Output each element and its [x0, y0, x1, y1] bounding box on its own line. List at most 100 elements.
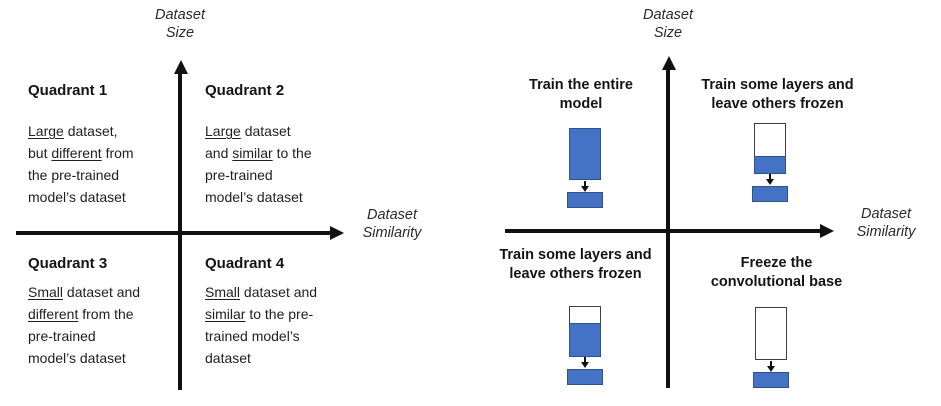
text-segment: model’s dataset [28, 189, 126, 205]
conv-base-stack [755, 307, 787, 360]
x-axis-arrowhead-icon [820, 224, 834, 238]
text-line: pre-trained [205, 164, 367, 186]
layer-segment-frozen [754, 123, 786, 157]
text-segment: but [28, 145, 52, 161]
arrow-head [767, 365, 775, 372]
text-line: Small dataset and [28, 281, 190, 303]
underlined-keyword: Small [205, 284, 241, 300]
text-line: pre-trained [28, 325, 190, 347]
text-line: Size [165, 25, 195, 41]
arrow-shaft [584, 180, 586, 186]
text-line: Dataset [155, 7, 205, 23]
text-segment: to the pre- [245, 306, 314, 322]
text-line: Dataset [367, 207, 417, 223]
arrow-shaft [770, 360, 772, 366]
model-stack-freeze-conv-base [753, 307, 789, 388]
underlined-keyword: Small [28, 284, 64, 300]
text-line: but different from [28, 142, 190, 164]
classifier-head-rect [567, 368, 603, 385]
classifier-head-rect [567, 192, 603, 208]
text-line: leave others frozen [509, 266, 642, 282]
text-line: model’s dataset [205, 186, 367, 208]
text-segment: model’s dataset [205, 189, 303, 205]
text-line: similar to the pre- [205, 303, 367, 325]
text-line: Small dataset and [205, 281, 367, 303]
text-segment: dataset and [63, 284, 141, 300]
conv-base-stack [569, 128, 601, 180]
arrow-shaft [769, 174, 771, 179]
text-segment: pre-trained [28, 328, 96, 344]
x-axis [16, 231, 330, 235]
text-line: Train some layers and [499, 247, 652, 263]
text-line: Train some layers and [701, 77, 854, 93]
text-line: and similar to the [205, 142, 367, 164]
underlined-keyword: similar [205, 306, 246, 322]
quadrant-4-title: Quadrant 4 [205, 255, 285, 272]
underlined-keyword: different [28, 306, 79, 322]
text-line: the pre-trained [28, 164, 190, 186]
arrow-head [581, 362, 589, 368]
model-stack-train-entire-model [567, 128, 603, 208]
text-line: leave others frozen [711, 96, 844, 112]
layer-segment-frozen [755, 307, 787, 360]
strategy-title-train-some-layers-bottom: Train some layers and leave others frozen [488, 246, 663, 284]
y-axis-arrowhead-icon [174, 60, 188, 74]
text-line: Large dataset, [28, 120, 190, 142]
layer-segment-trained [754, 155, 786, 174]
model-stack-train-some-layers-top [752, 123, 788, 202]
down-arrow-icon [766, 174, 774, 186]
text-segment: from the [78, 306, 134, 322]
text-line: model’s dataset [28, 347, 190, 369]
conv-base-stack [569, 306, 601, 357]
quadrant-3-title: Quadrant 3 [28, 255, 108, 272]
layer-segment-trained [569, 322, 601, 357]
text-segment: trained model’s [205, 328, 300, 344]
text-line: convolutional base [710, 274, 843, 290]
quadrant-2-title: Quadrant 2 [205, 82, 285, 99]
strategy-title-freeze-conv-base: Freeze the convolutional base [689, 254, 864, 292]
text-line: model’s dataset [28, 186, 190, 208]
text-segment: dataset [240, 123, 291, 139]
classifier-head-rect [752, 185, 788, 202]
down-arrow-icon [581, 180, 589, 192]
text-segment: the pre-trained [28, 167, 120, 183]
down-arrow-icon [767, 360, 775, 372]
conv-base-stack [754, 123, 786, 174]
text-line: Dataset [643, 7, 693, 23]
arrow-head [581, 185, 589, 192]
down-arrow-icon [581, 357, 589, 369]
text-segment: dataset, [63, 123, 118, 139]
text-segment: and [205, 145, 233, 161]
text-line: Freeze the [740, 255, 813, 271]
quadrant-1-description: Large dataset,but different from the pre-… [28, 120, 190, 208]
text-segment: pre-trained [205, 167, 273, 183]
quadrant-1: Quadrant 1 Large dataset,but different f… [28, 82, 190, 208]
model-stack-train-some-layers-bottom [567, 306, 603, 385]
y-axis [666, 68, 670, 388]
text-line: Similarity [856, 224, 916, 240]
strategy-title-train-some-layers-top: Train some layers and leave others frozen [690, 76, 865, 114]
quadrant-1-title: Quadrant 1 [28, 82, 108, 99]
arrow-head [766, 179, 774, 185]
text-line: Size [653, 25, 683, 41]
text-segment: dataset and [240, 284, 318, 300]
text-line: trained model’s [205, 325, 367, 347]
text-line: Dataset [861, 206, 911, 222]
y-axis-arrowhead-icon [662, 56, 676, 70]
layer-segment-trained [569, 128, 601, 180]
text-line: different from the [28, 303, 190, 325]
text-line: Train the entire [529, 77, 633, 93]
classifier-head-rect [753, 372, 789, 388]
layer-segment-frozen [569, 306, 601, 324]
text-segment: to the [272, 145, 312, 161]
